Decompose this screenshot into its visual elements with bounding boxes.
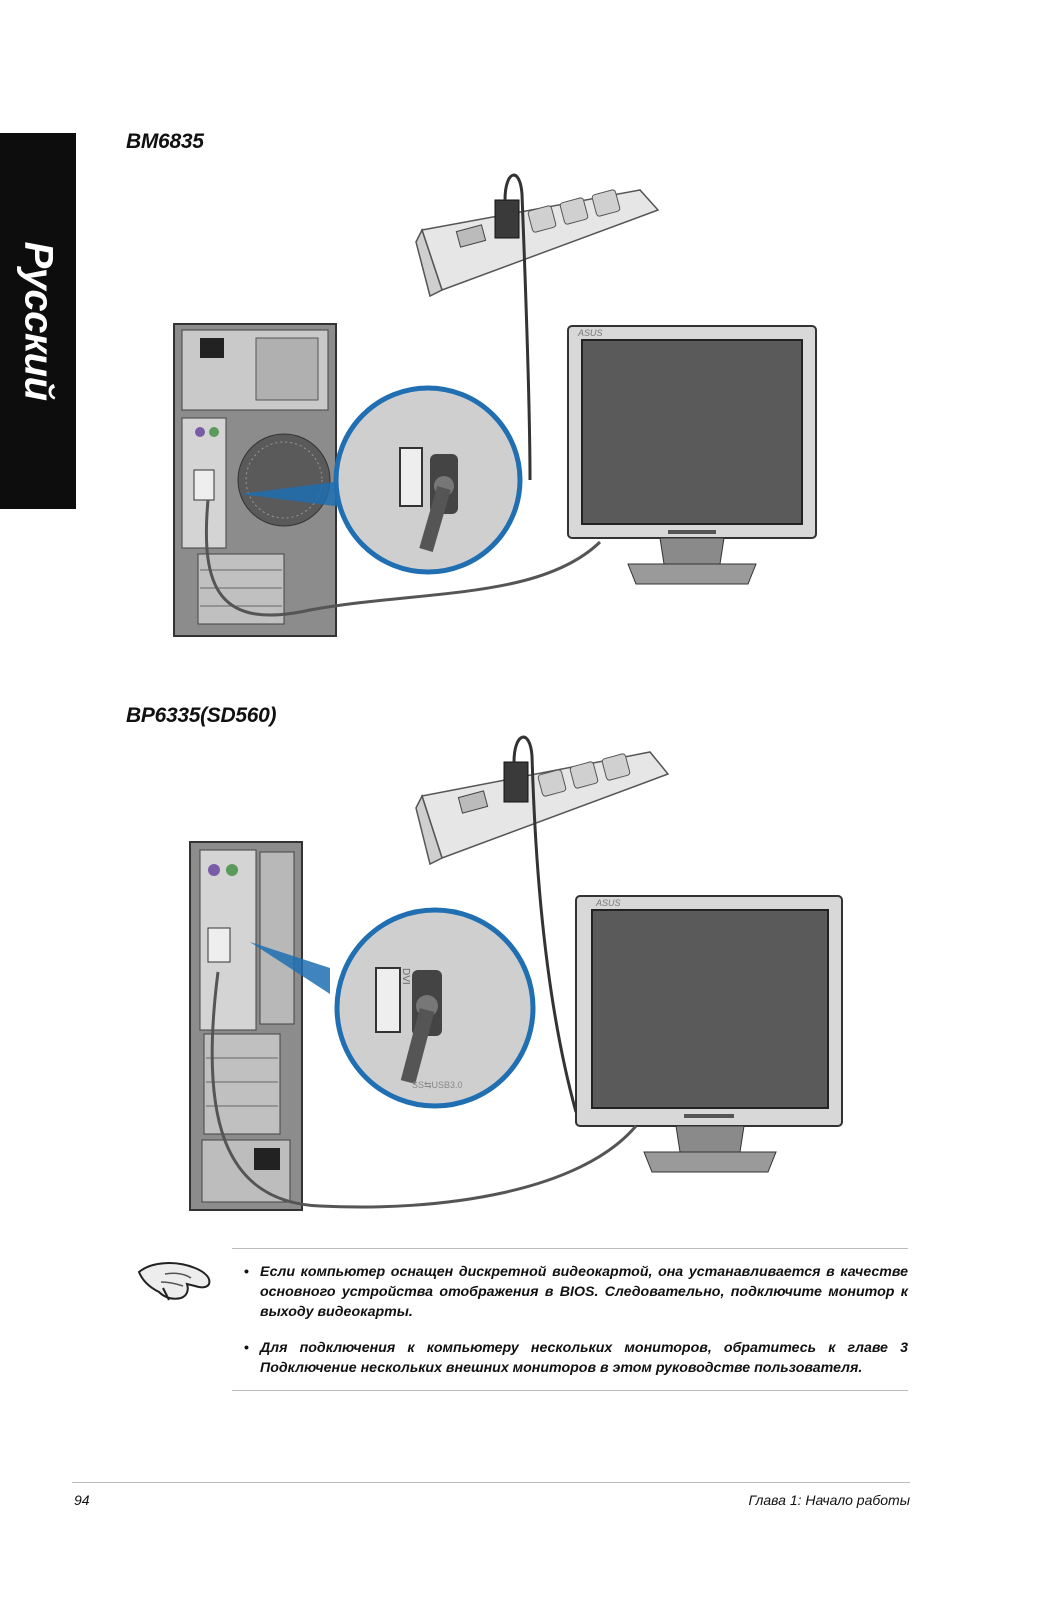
lcd-monitor-2: ASUS [576,896,842,1172]
bp6335-connection-illustration: DVI SS⇆USB3.0 ASUS [180,732,870,1214]
lcd-monitor: ASUS [568,326,816,584]
note-item: Для подключения к компьютеру нескольких … [244,1338,908,1378]
footer-rule [72,1482,910,1483]
usb-label: SS⇆USB3.0 [412,1080,463,1090]
power-strip-2 [416,752,668,864]
language-tab-label: Русский [16,241,61,400]
bm6835-connection-illustration: ASUS [160,170,860,640]
slim-desktop [190,842,302,1210]
dvi-label: DVI [400,968,411,985]
desktop-tower [174,324,336,636]
page-number: 94 [74,1492,90,1508]
chapter-title: Глава 1: Начало работы [748,1492,910,1508]
monitor-brand-label: ASUS [577,328,603,338]
note-bottom-rule [232,1390,908,1391]
note-item: Если компьютер оснащен дискретной видеок… [244,1262,908,1322]
note-hand-icon [135,1254,215,1304]
monitor-brand-label-2: ASUS [595,898,621,908]
notes-list: Если компьютер оснащен дискретной видеок… [244,1262,908,1394]
language-tab: Русский [0,133,76,509]
model-title-bp6335: BP6335(SD560) [126,704,276,728]
model-title-bm6835: BM6835 [126,130,204,154]
power-strip [416,189,658,296]
note-top-rule [232,1248,908,1249]
